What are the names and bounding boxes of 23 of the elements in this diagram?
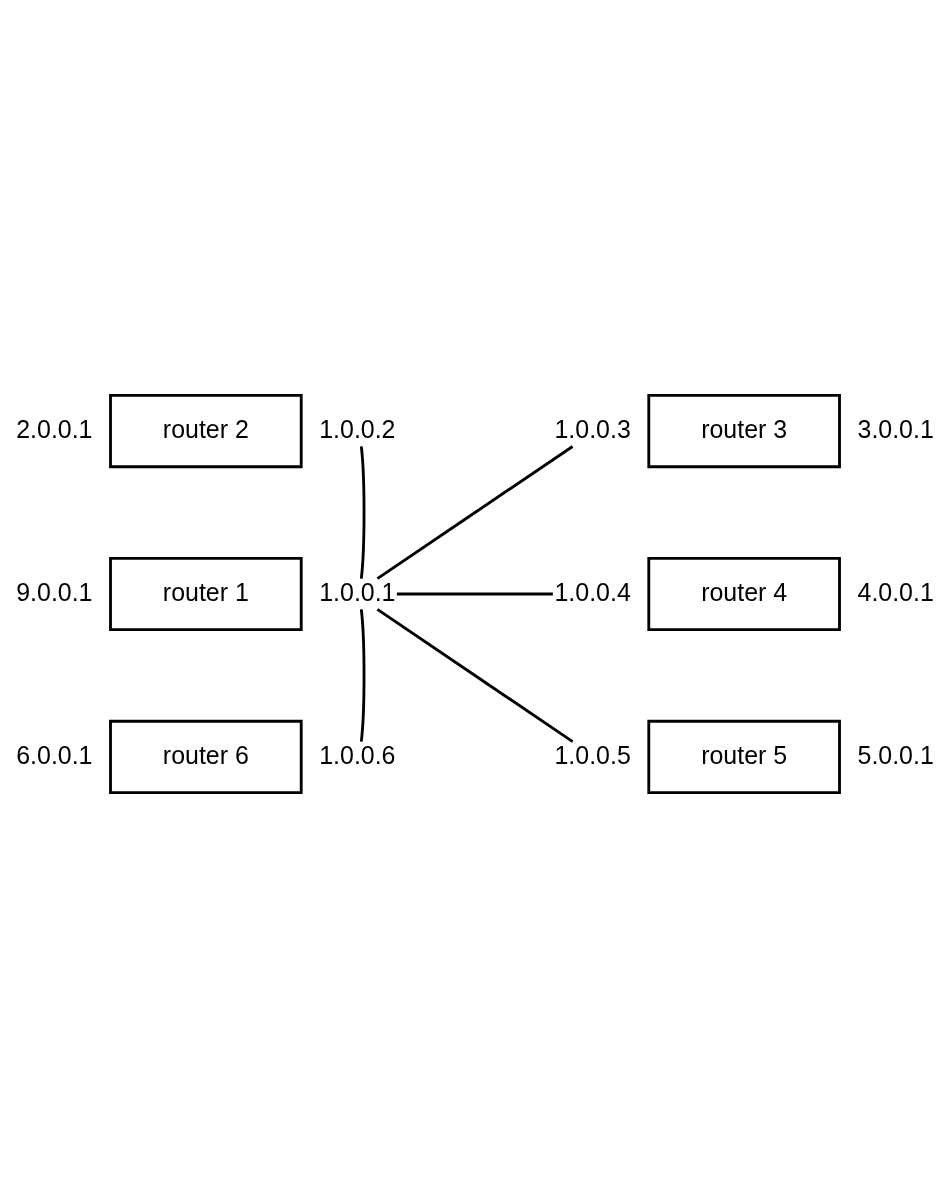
node-box: router 2 (109, 393, 303, 468)
node-box: router 5 (647, 719, 841, 794)
connector (376, 444, 574, 580)
node-text: 1.0.0.5 (554, 740, 631, 769)
node-text: 1.0.0.2 (319, 414, 396, 443)
node-label: 6.0.0.1 (16, 740, 93, 769)
node-box: router 6 (109, 719, 303, 794)
node-label: 4.0.0.1 (857, 577, 934, 606)
node-box: router 3 (647, 393, 841, 468)
node-label: 2.0.0.1 (16, 414, 93, 443)
node-label: 9.0.0.1 (16, 577, 93, 606)
node-text: 1.0.0.3 (554, 414, 631, 443)
connector (359, 608, 366, 742)
connector (359, 445, 366, 579)
node-text: 1.0.0.6 (319, 740, 396, 769)
node-label: 5.0.0.1 (857, 740, 934, 769)
node-text: 1.0.0.4 (554, 577, 631, 606)
node-box: router 1 (109, 556, 303, 631)
node-box: router 4 (647, 556, 841, 631)
connector (376, 607, 574, 743)
node-label: 3.0.0.1 (857, 414, 934, 443)
connector (396, 592, 553, 595)
node-text: 1.0.0.1 (319, 577, 396, 606)
